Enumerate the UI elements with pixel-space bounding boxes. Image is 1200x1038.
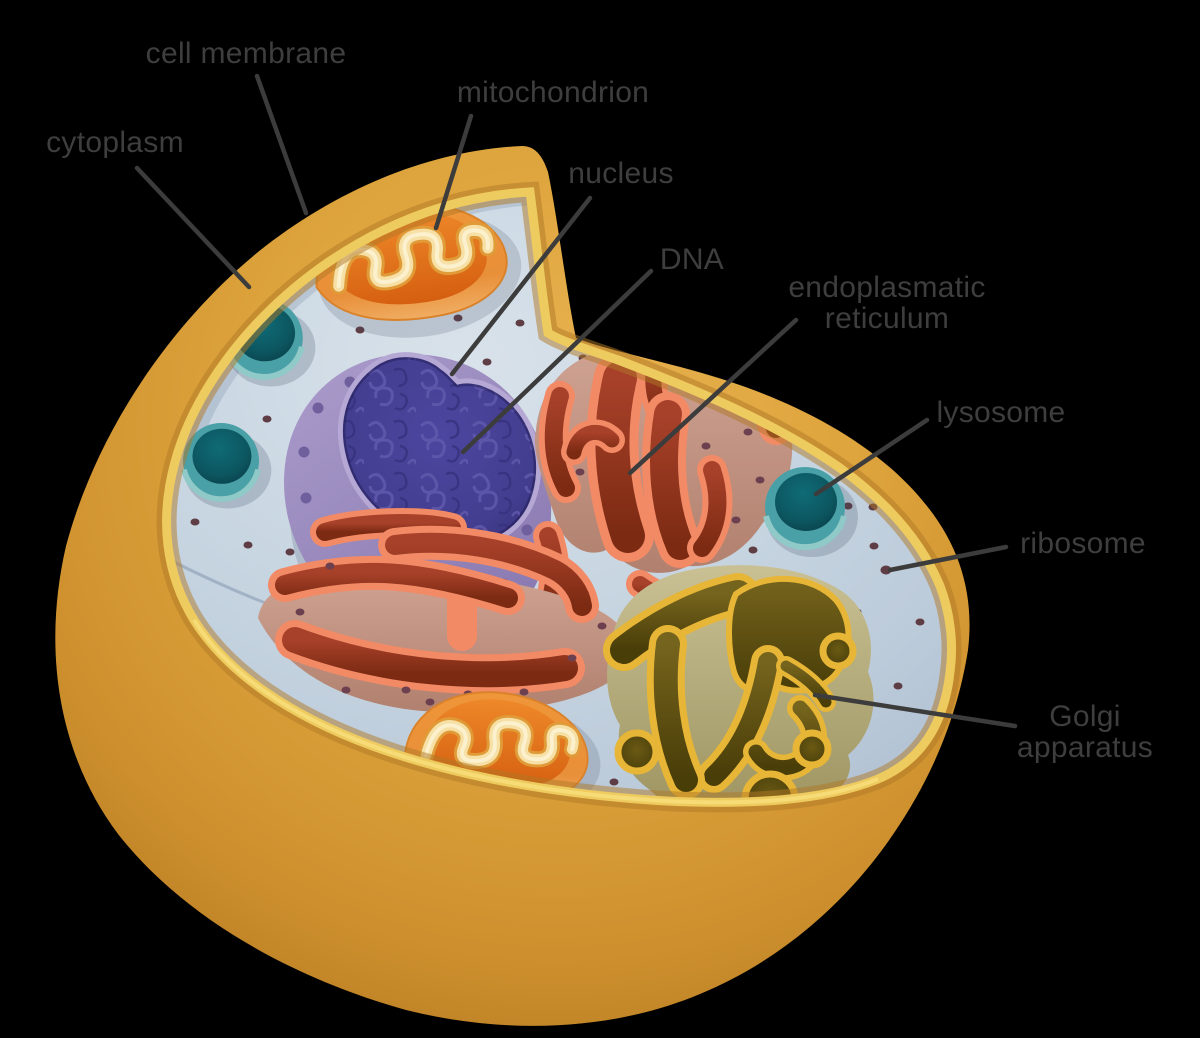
leader-lines (134, 73, 1018, 729)
leader-lysosome (813, 417, 930, 497)
leader-ribosome (887, 544, 1009, 573)
leader-er (627, 317, 799, 476)
leader-mitochondrion (433, 113, 474, 231)
label-golgi-apparatus: Golgi apparatus (1016, 700, 1154, 764)
label-ribosome: ribosome (1020, 527, 1146, 560)
label-cytoplasm: cytoplasm (46, 126, 184, 159)
leader-dna (460, 268, 654, 455)
label-mitochondrion: mitochondrion (456, 76, 650, 109)
label-cell-membrane: cell membrane (145, 37, 347, 70)
leader-cell-membrane (254, 73, 309, 216)
leader-nucleus (449, 195, 593, 377)
leader-cytoplasm (134, 165, 252, 290)
golgi-apparatus (603, 565, 874, 803)
membrane-rim (167, 192, 952, 802)
lysosome-vesicle-2 (181, 423, 272, 509)
label-dna: DNA (659, 243, 725, 276)
er-lower-stack (258, 508, 631, 714)
ribosome-labeled (880, 565, 892, 575)
label-endoplasmatic-reticulum: endoplasmatic reticulum (788, 271, 986, 335)
leader-golgi (812, 692, 1018, 729)
label-lysosome: lysosome (936, 396, 1066, 429)
label-nucleus: nucleus (568, 157, 674, 190)
